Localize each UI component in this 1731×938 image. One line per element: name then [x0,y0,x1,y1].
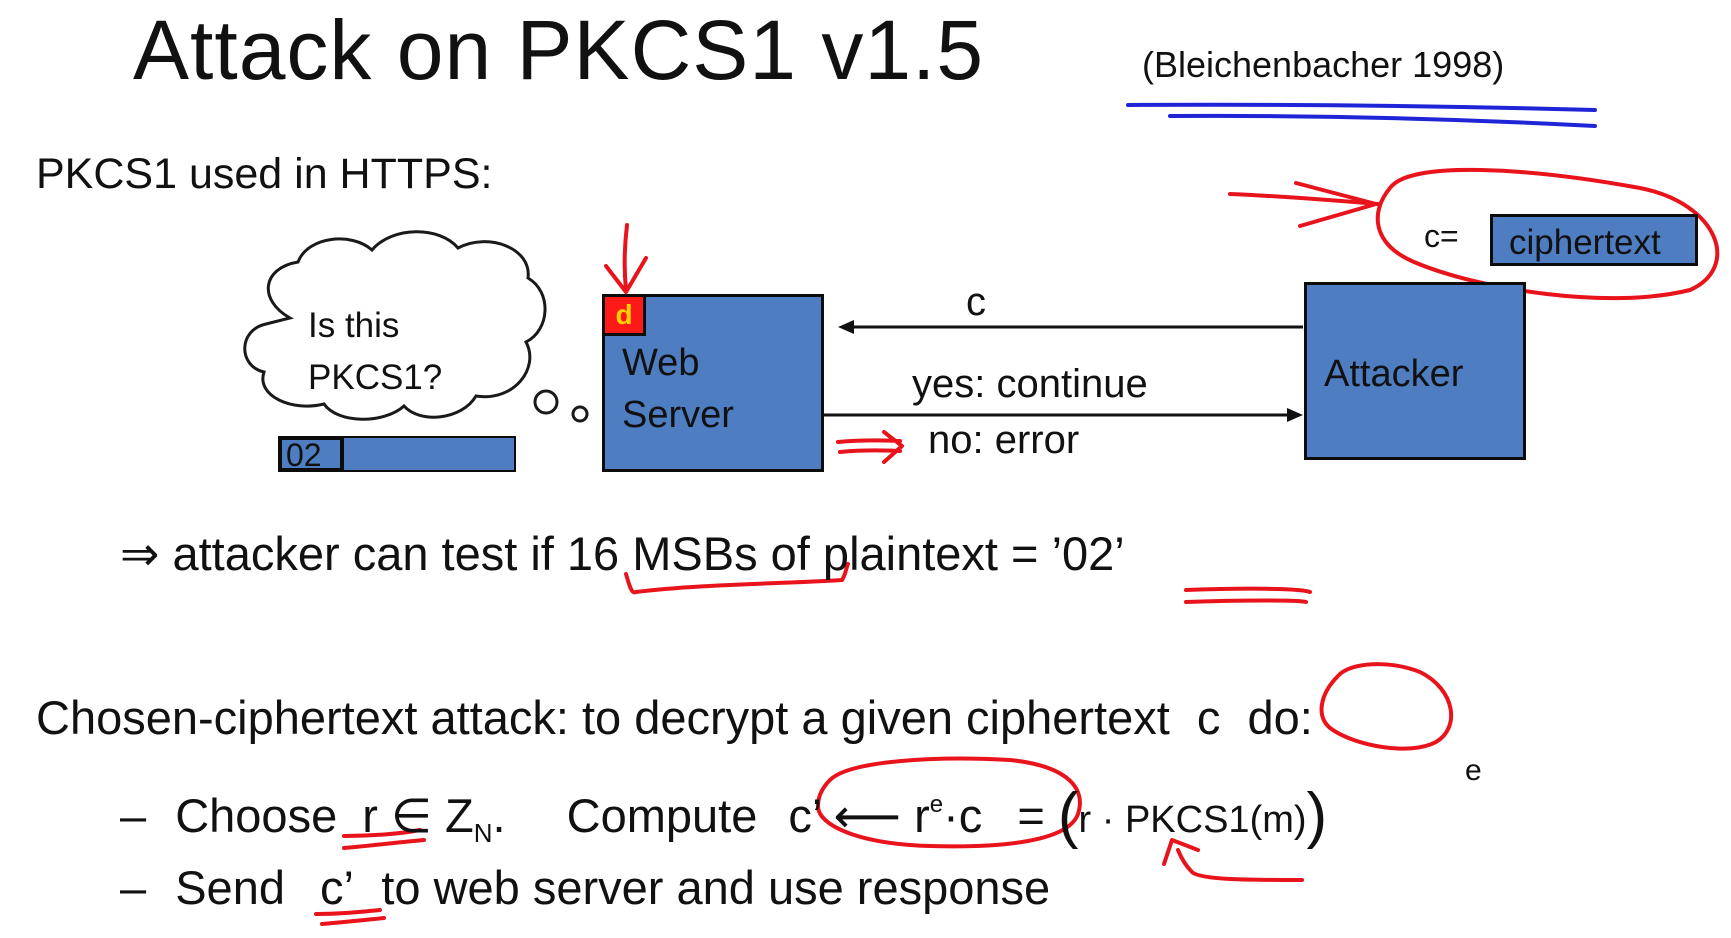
step-1-N: N [473,818,493,848]
step-1-c-prime: c’ [788,789,821,842]
cloud-question: Is this PKCS1? [308,300,442,404]
step-2-rest: to web server and use response [381,861,1051,914]
ciphertext-box: ciphertext [1490,214,1698,266]
step-2-send: Send [175,861,285,914]
yes-label: yes: continue [912,362,1148,406]
step-1-Z: Z [445,789,474,842]
consequence-prefix: attacker can test if [172,527,554,580]
request-label: c [966,280,986,324]
attacker-box: Attacker [1304,282,1526,460]
padding-prefix: 02 [286,437,322,473]
step-2: – Send c’ to web server and use response [120,860,1050,915]
no-label: no: error [928,418,1080,462]
web-server-label-line2: Server [622,394,734,436]
web-server-label: Web Server [622,337,734,441]
step-1-lparen: ( [1057,781,1079,850]
cloud-line-1: Is this [308,306,400,345]
step-1-outer-exp: e [1465,754,1482,787]
error-pointer-arrow [836,430,904,464]
step-1-compute: Compute [566,789,758,842]
step-1-rparen: ) [1306,781,1328,850]
step-1-times-c: ·c [943,789,983,842]
private-key-d: d [602,294,646,336]
step-1-in: ∈ [390,789,432,842]
cca-c: c [1196,691,1221,744]
cloud-line-2: PKCS1? [308,358,443,397]
citation-underline-2 [1168,113,1597,128]
step-1: – Choose r ∈ ZN. Compute c’ ⟵ re·c = (r … [120,780,1327,851]
value-underline-2 [1184,598,1308,604]
page-title: Attack on PKCS1 v1.5 [133,3,985,97]
step-1-equals: = [1017,789,1045,842]
implies-symbol: ⇒ [120,527,160,580]
thought-bubble-large [533,389,559,415]
ciphertext-pointer-arrow [1228,181,1380,228]
step-2-c-prime: c’ [320,861,353,914]
consequence-msb: 16 MSBs [566,527,758,580]
response-arrow-head [1287,408,1303,422]
cprime-underline-2 [320,916,386,926]
padding-prefix-cell: 02 [278,436,344,473]
step-1-e-exp: e [929,791,944,818]
consequence-middle: of plaintext = [770,527,1039,580]
step-1-bullet: – [120,789,147,842]
c-circle [1319,662,1453,751]
value-underline-1 [1184,586,1312,594]
step-1-r: r [362,789,378,842]
cca-prefix: Chosen-ciphertext attack: to decrypt a g… [36,691,1170,744]
step-1-r2: r [914,789,930,842]
subheading: PKCS1 used in HTTPS: [36,150,493,198]
step-1-choose: Choose [175,789,338,842]
consequence-line: ⇒ attacker can test if 16 MSBs of plaint… [120,526,1125,582]
ciphertext-label: ciphertext [1509,223,1661,262]
step-1-arrow: ⟵ [833,789,902,842]
ciphertext-prefix: c= [1424,218,1459,254]
consequence-value: ’02’ [1051,527,1125,580]
request-arrow-head [838,320,854,334]
cca-heading: Chosen-ciphertext attack: to decrypt a g… [36,690,1313,745]
step-2-bullet: – [120,861,147,914]
web-server-label-line1: Web [622,342,700,384]
cca-suffix: do: [1247,691,1313,744]
citation-underline-1 [1126,102,1597,112]
attacker-label: Attacker [1324,353,1464,395]
step-1-dot: . [492,789,506,842]
key-pointer-arrow [604,223,648,294]
citation: (Bleichenbacher 1998) [1142,44,1505,85]
thought-bubble-small [571,405,589,423]
step-1-inner: r · PKCS1(m) [1078,799,1307,841]
